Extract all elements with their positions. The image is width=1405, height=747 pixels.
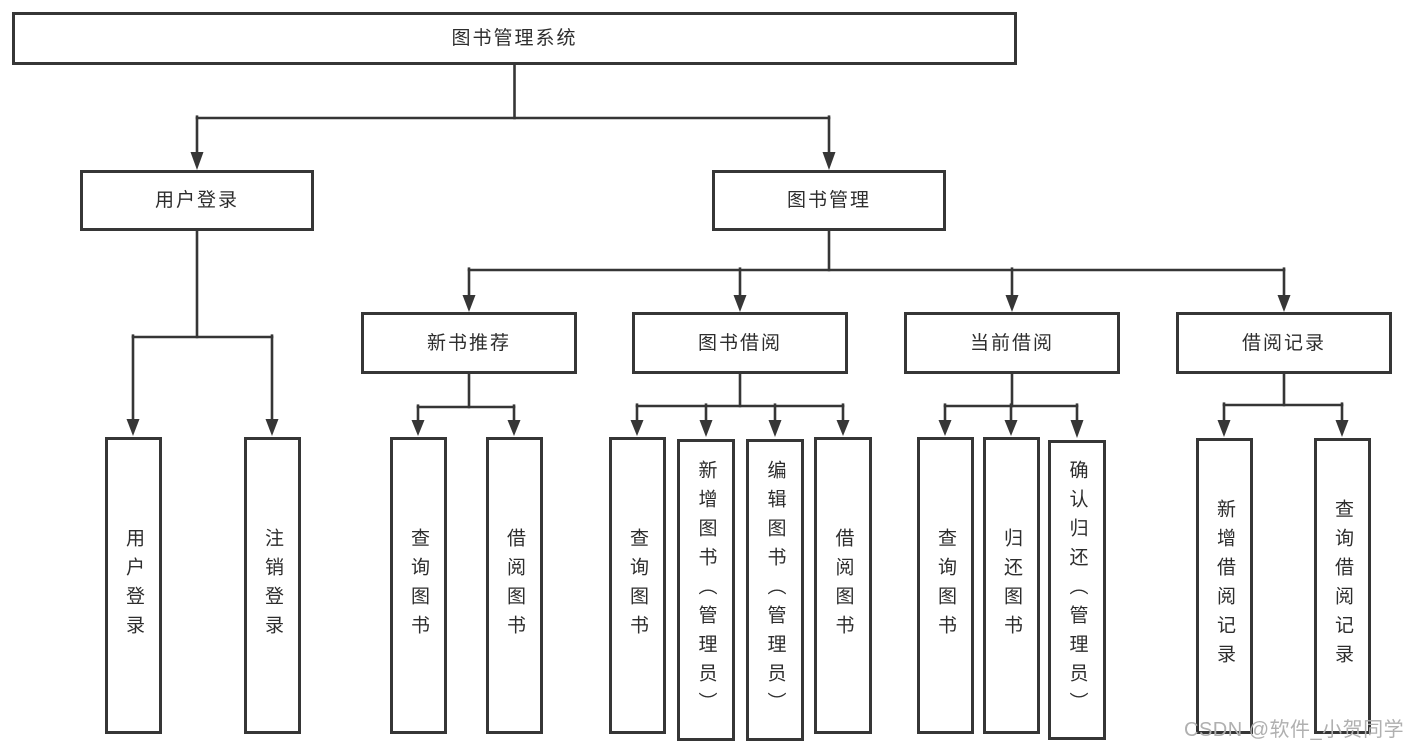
node-leaf-edit-books-admin: 编辑图书（管理员）	[746, 439, 804, 741]
node-current-borrow: 当前借阅	[904, 312, 1120, 374]
node-leaf-query-books-current: 查询图书	[917, 437, 974, 734]
node-leaf-query-borrow-record: 查询借阅记录	[1314, 438, 1371, 734]
node-leaf-user-login: 用户登录	[105, 437, 162, 734]
node-new-book-recommend: 新书推荐	[361, 312, 577, 374]
node-leaf-confirm-return-admin: 确认归还（管理员）	[1048, 440, 1106, 740]
node-borrow-records: 借阅记录	[1176, 312, 1392, 374]
node-leaf-return-books: 归还图书	[983, 437, 1040, 734]
node-leaf-query-books-borrow: 查询图书	[609, 437, 666, 734]
node-user-login: 用户登录	[80, 170, 314, 231]
node-leaf-add-books-admin: 新增图书（管理员）	[677, 439, 735, 741]
node-leaf-borrow-books: 借阅图书	[814, 437, 872, 734]
node-leaf-query-books-recommend: 查询图书	[390, 437, 447, 734]
node-book-management: 图书管理	[712, 170, 946, 231]
csdn-watermark: CSDN @软件_小贺同学	[1184, 719, 1405, 741]
node-leaf-logout: 注销登录	[244, 437, 301, 734]
node-book-borrow: 图书借阅	[632, 312, 848, 374]
node-root: 图书管理系统	[12, 12, 1017, 65]
node-leaf-add-borrow-record: 新增借阅记录	[1196, 438, 1253, 734]
node-leaf-borrow-books-recommend: 借阅图书	[486, 437, 543, 734]
